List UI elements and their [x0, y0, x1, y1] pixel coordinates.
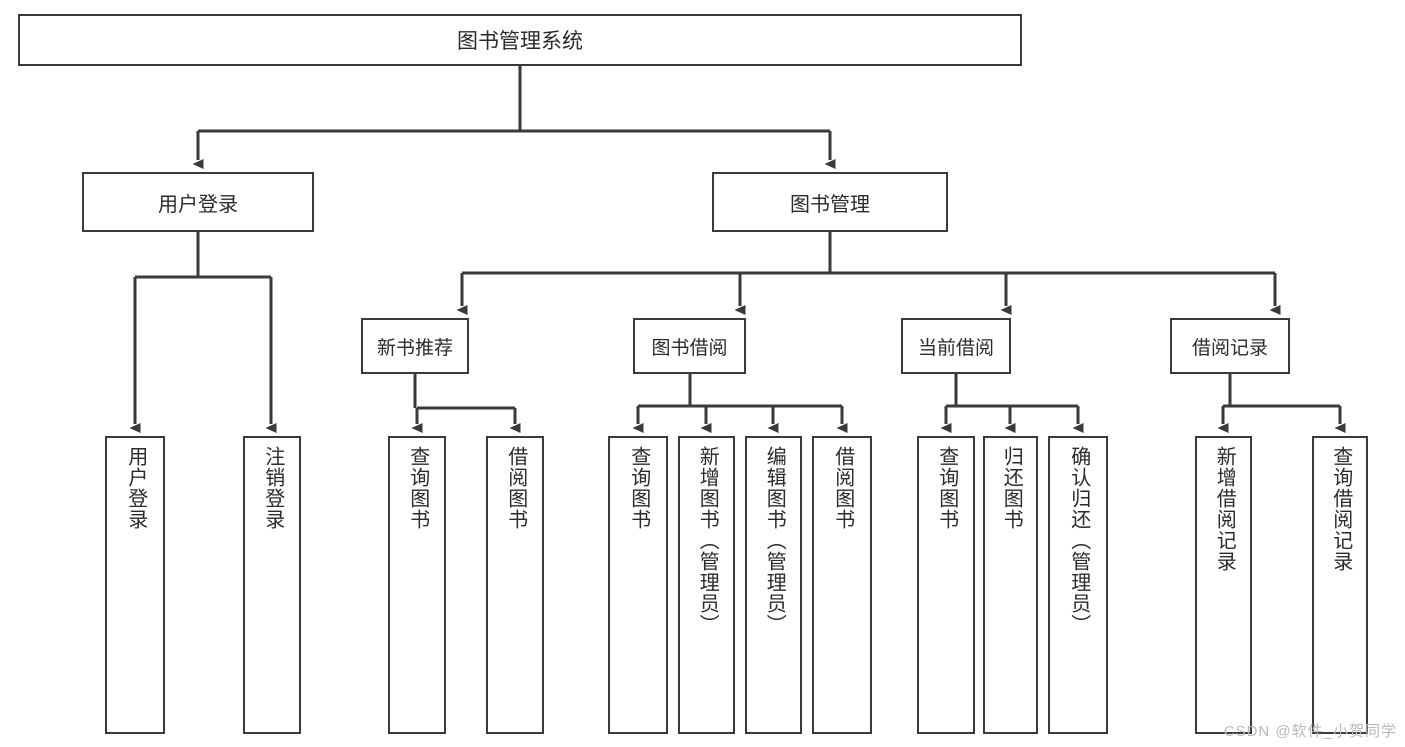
leaf-logout[interactable]: 注销登录	[243, 436, 301, 734]
leaf-new-borrow-books-label: 借阅图书	[504, 446, 527, 530]
node-user-login-label: 用户登录	[158, 193, 238, 216]
leaf-add-book-admin-label: 新增图书（管理员）	[696, 446, 719, 635]
leaf-add-borrow-record-label: 新增借阅记录	[1213, 446, 1236, 572]
node-root[interactable]: 图书管理系统	[18, 14, 1022, 66]
leaf-borrow-query-books[interactable]: 查询图书	[608, 436, 668, 734]
node-borrow-records-label: 借阅记录	[1191, 337, 1268, 359]
leaf-query-borrow-record[interactable]: 查询借阅记录	[1312, 436, 1368, 734]
watermark: CSDN @软件_小贺同学	[1223, 723, 1397, 740]
node-new-book-recommend-label: 新书推荐	[376, 337, 453, 359]
node-book-borrow[interactable]: 图书借阅	[633, 318, 746, 374]
node-new-book-recommend[interactable]: 新书推荐	[361, 318, 469, 374]
node-user-login[interactable]: 用户登录	[82, 172, 314, 232]
node-book-management[interactable]: 图书管理	[712, 172, 948, 232]
leaf-new-borrow-books[interactable]: 借阅图书	[486, 436, 544, 734]
leaf-return-books-label: 归还图书	[1000, 446, 1023, 530]
leaf-add-book-admin[interactable]: 新增图书（管理员）	[678, 436, 735, 734]
node-borrow-records[interactable]: 借阅记录	[1170, 318, 1290, 374]
node-book-management-label: 图书管理	[790, 193, 870, 216]
node-current-borrow-label: 当前借阅	[917, 337, 994, 359]
leaf-user-login[interactable]: 用户登录	[105, 436, 165, 734]
leaf-new-query-books[interactable]: 查询图书	[388, 436, 446, 734]
node-root-label: 图书管理系统	[457, 30, 583, 53]
leaf-user-login-label: 用户登录	[124, 446, 147, 530]
leaf-new-query-books-label: 查询图书	[406, 446, 429, 530]
leaf-borrow-books-label: 借阅图书	[831, 446, 854, 530]
leaf-query-borrow-record-label: 查询借阅记录	[1329, 446, 1352, 572]
leaf-borrow-books[interactable]: 借阅图书	[812, 436, 872, 734]
leaf-confirm-return-admin[interactable]: 确认归还（管理员）	[1048, 436, 1108, 734]
leaf-current-query-books-label: 查询图书	[935, 446, 958, 530]
leaf-return-books[interactable]: 归还图书	[983, 436, 1038, 734]
leaf-edit-book-admin[interactable]: 编辑图书（管理员）	[745, 436, 802, 734]
node-book-borrow-label: 图书借阅	[651, 337, 728, 359]
leaf-borrow-query-books-label: 查询图书	[627, 446, 650, 530]
node-current-borrow[interactable]: 当前借阅	[901, 318, 1011, 374]
leaf-confirm-return-admin-label: 确认归还（管理员）	[1067, 446, 1090, 635]
leaf-current-query-books[interactable]: 查询图书	[917, 436, 975, 734]
leaf-add-borrow-record[interactable]: 新增借阅记录	[1195, 436, 1252, 734]
leaf-logout-label: 注销登录	[261, 446, 284, 530]
leaf-edit-book-admin-label: 编辑图书（管理员）	[763, 446, 786, 635]
